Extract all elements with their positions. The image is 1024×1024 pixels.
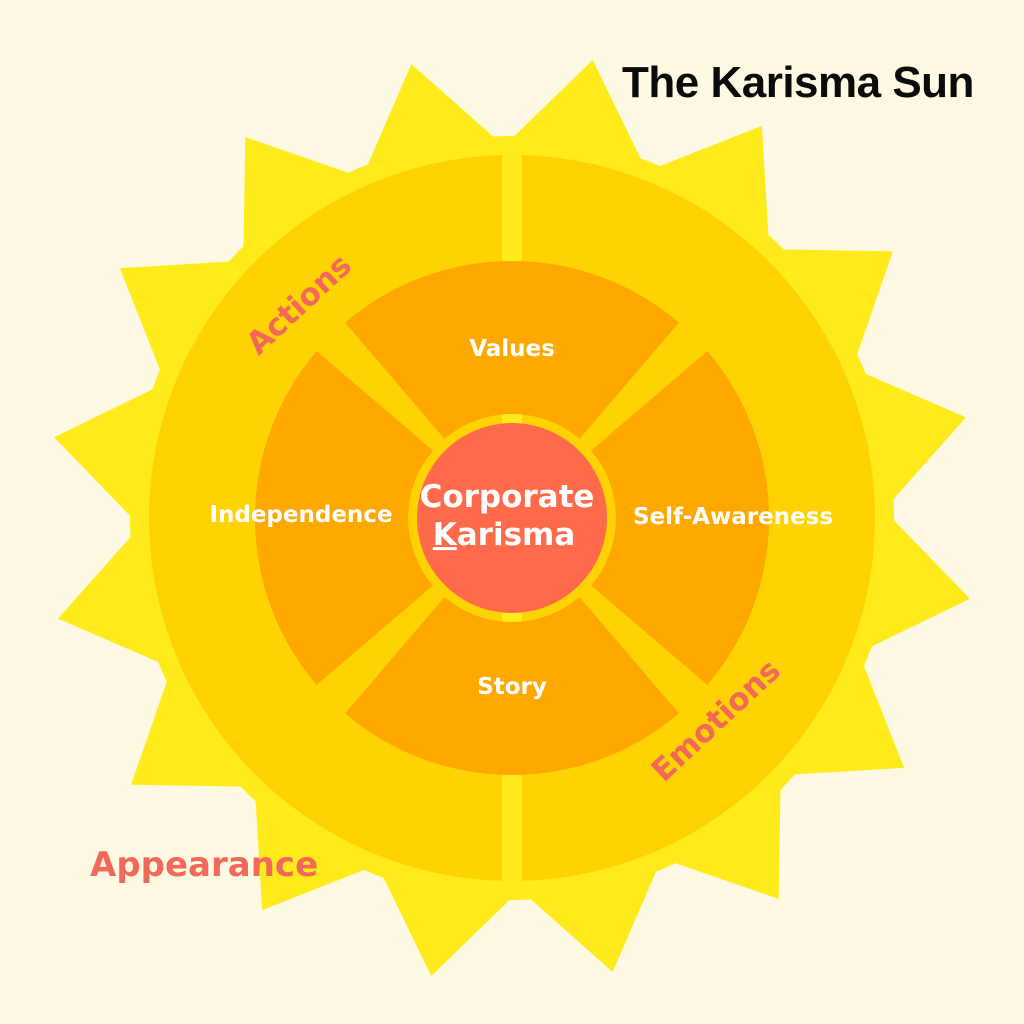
center-label-rest: arisma (457, 517, 576, 553)
center-label-line1: Corporate (420, 479, 595, 515)
segment-values (345, 261, 679, 439)
segment-label-story: Story (477, 674, 547, 700)
center-circle (417, 423, 607, 613)
segment-label-self-awareness: Self-Awareness (633, 504, 833, 530)
segment-label-values: Values (469, 336, 555, 362)
ring-label-appearance: Appearance (90, 845, 318, 885)
center-label-line2: Karisma (433, 517, 576, 553)
diagram-title: The Karisma Sun (622, 58, 974, 107)
inner-segments (255, 261, 769, 775)
segment-independence (255, 351, 433, 685)
center-label-initial: K (433, 517, 458, 553)
segment-label-independence: Independence (209, 502, 392, 528)
segment-self-awareness (591, 351, 769, 685)
segment-story (345, 597, 679, 775)
